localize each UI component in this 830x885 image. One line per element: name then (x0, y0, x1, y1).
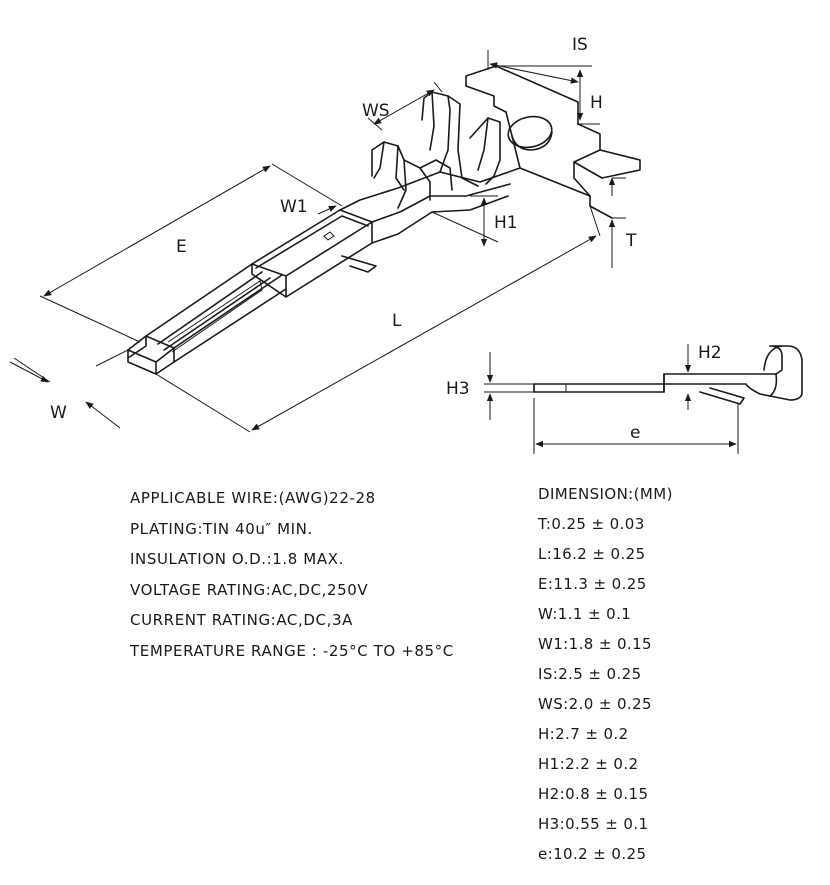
dimension-e: E:11.3 ± 0.25 (538, 575, 647, 593)
dimension-t: T:0.25 ± 0.03 (538, 515, 645, 533)
label-t: T (625, 231, 637, 251)
dimension-ws: WS:2.0 ± 0.25 (538, 695, 652, 713)
label-w1: W1 (280, 197, 308, 217)
spec-temperature-range: TEMPERATURE RANGE : -25°C TO +85°C (130, 641, 454, 660)
dimension-h2: H2:0.8 ± 0.15 (538, 785, 649, 803)
dimension-h1: H1:2.2 ± 0.2 (538, 755, 639, 773)
dimension-l: L:16.2 ± 0.25 (538, 545, 646, 563)
dimension-is: IS:2.5 ± 0.25 (538, 665, 642, 683)
spec-current-rating: CURRENT RATING:AC,DC,3A (130, 611, 353, 630)
label-w: W (50, 403, 67, 423)
label-ws: WS (362, 101, 390, 121)
spec-plating: PLATING:TIN 40u″ MIN. (130, 519, 313, 538)
spec-voltage-rating: VOLTAGE RATING:AC,DC,250V (130, 580, 369, 599)
terminal-drawing: IS H WS W1 E H1 T L W H2 H3 e (9, 35, 803, 454)
label-e: E (176, 237, 187, 257)
dimension-h3: H3:0.55 ± 0.1 (538, 815, 649, 833)
label-h2: H2 (698, 343, 722, 363)
dimension-w1: W1:1.8 ± 0.15 (538, 635, 652, 653)
dimension-h: H:2.7 ± 0.2 (538, 725, 629, 743)
spec-applicable-wire: APPLICABLE WIRE:(AWG)22-28 (130, 489, 376, 507)
dimension-lines-isometric (9, 50, 626, 433)
dimension-lines-side (484, 344, 739, 454)
dimension-title: DIMENSION:(MM) (538, 485, 673, 503)
label-h: H (590, 93, 603, 113)
label-is: IS (572, 35, 588, 55)
terminal-side-view (533, 345, 803, 405)
label-e-small: e (630, 423, 640, 443)
dimension-table: DIMENSION:(MM) T:0.25 ± 0.03 L:16.2 ± 0.… (538, 482, 673, 872)
spec-insulation: INSULATION O.D.:1.8 MAX. (130, 550, 344, 569)
label-h3: H3 (446, 379, 470, 399)
dimension-w: W:1.1 ± 0.1 (538, 605, 632, 623)
spec-list: APPLICABLE WIRE:(AWG)22-28 PLATING:TIN 4… (130, 486, 454, 670)
label-l: L (392, 311, 402, 331)
dimension-e-small: e:10.2 ± 0.25 (538, 845, 647, 863)
label-h1: H1 (494, 213, 518, 233)
